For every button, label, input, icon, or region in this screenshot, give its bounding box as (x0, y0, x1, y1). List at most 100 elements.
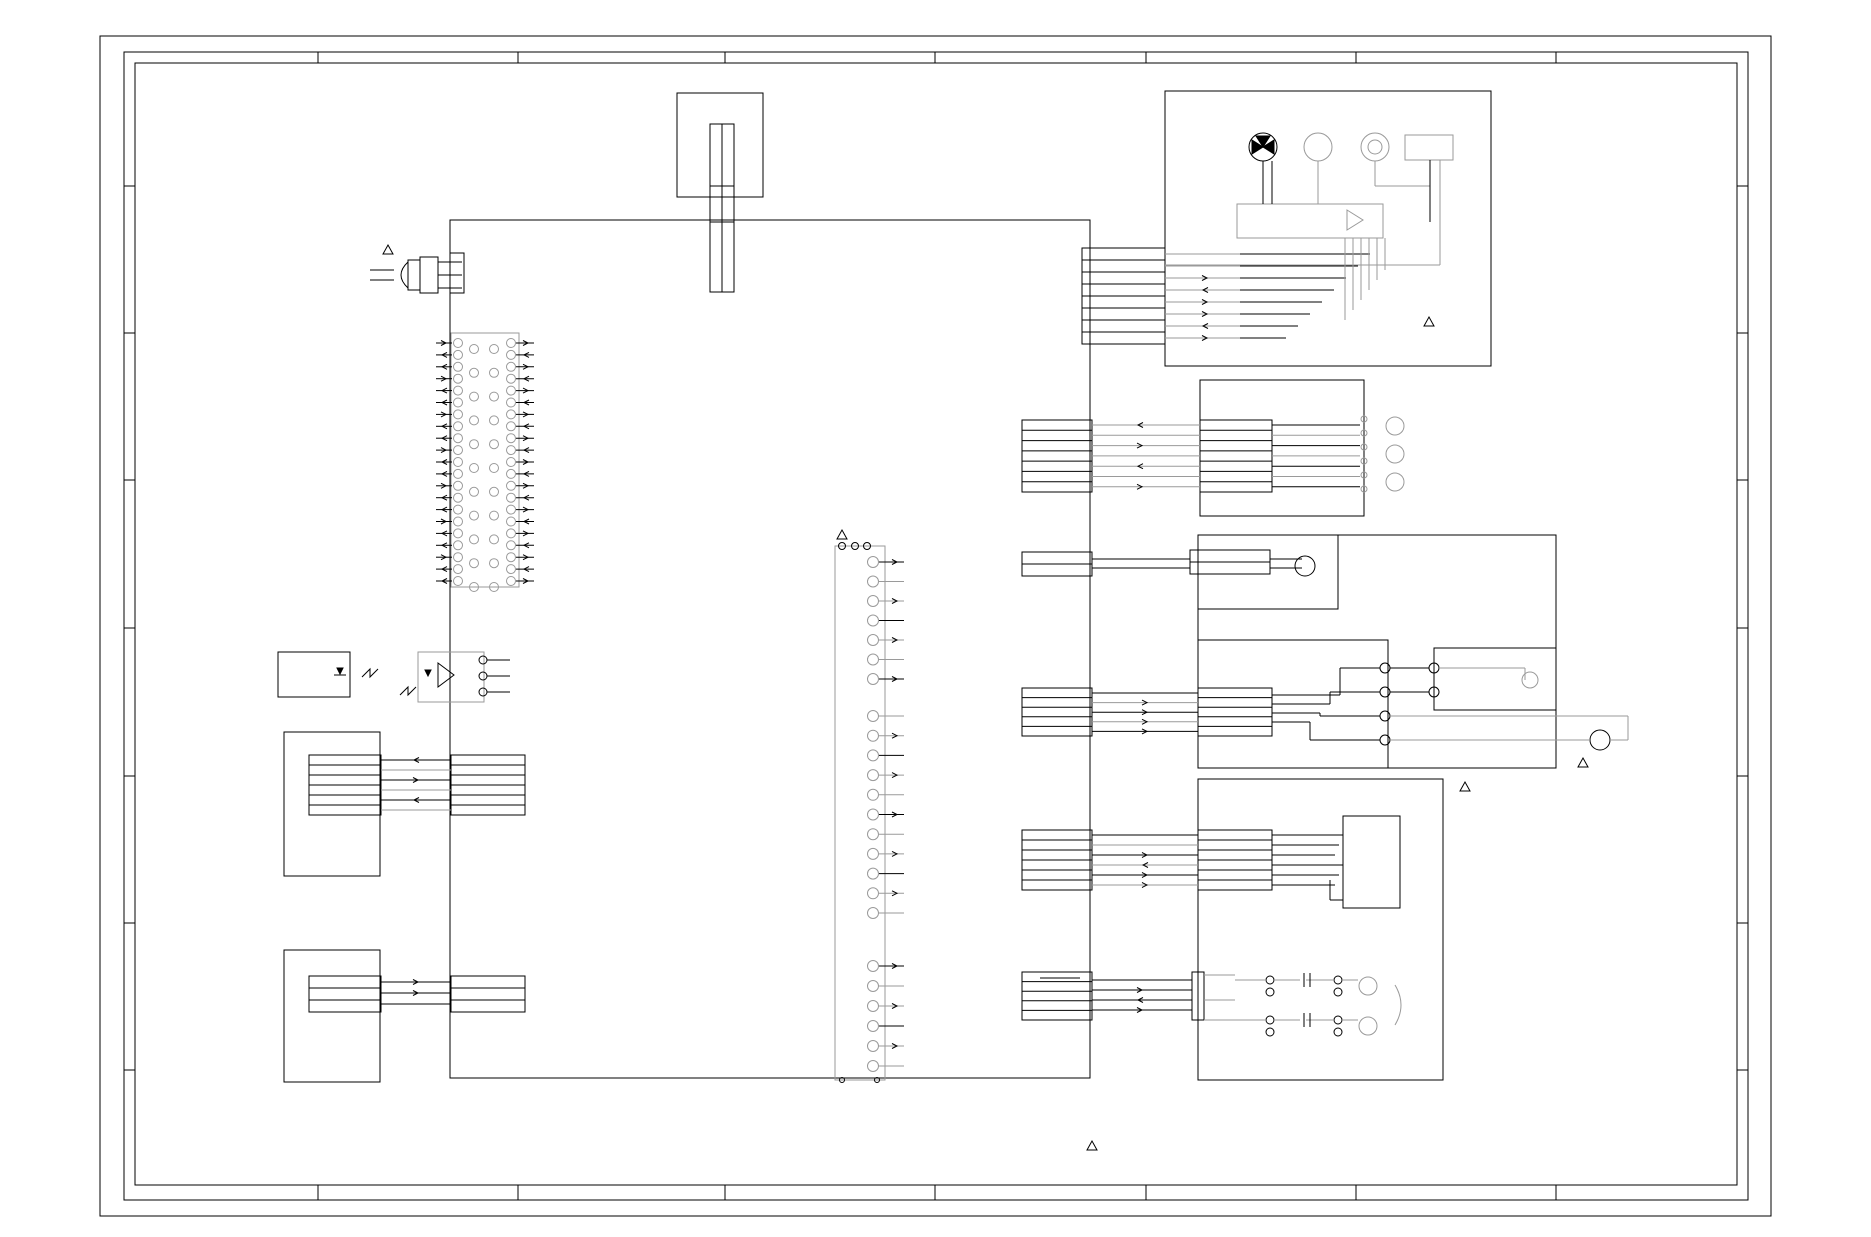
terminal-pin (453, 421, 463, 432)
terminal-pin (469, 510, 479, 521)
signal-arrow (1136, 483, 1144, 490)
terminal-pin (1333, 987, 1343, 997)
signal-arrow (1136, 442, 1144, 449)
terminal-pin (839, 1077, 845, 1083)
terminal-pin (1265, 987, 1275, 997)
terminal-pin (469, 391, 479, 402)
signal-arrow (440, 494, 448, 501)
central-terminal-column (834, 528, 886, 1081)
signal-arrow (522, 494, 530, 501)
signal-arrow (522, 387, 530, 394)
terminal-pin (489, 415, 499, 426)
transistor-symbol (1385, 472, 1405, 492)
signal-arrow (440, 506, 448, 513)
speaker-symbol (1358, 1016, 1378, 1036)
terminal-pin (506, 445, 516, 456)
signal-arrow (1201, 323, 1209, 329)
terminal-pin (489, 391, 499, 402)
terminal-pin (867, 1020, 879, 1032)
signal-arrow (440, 447, 448, 454)
signal-arrow (1141, 862, 1149, 868)
signal-arrow (891, 598, 899, 604)
terminal-pin (453, 338, 463, 348)
signal-arrow (1201, 299, 1209, 305)
terminal-pin (863, 542, 871, 550)
terminal-pin (506, 492, 516, 503)
terminal-pin (453, 433, 463, 444)
speaker-symbol (1358, 976, 1378, 996)
terminal-pin (506, 528, 516, 539)
signal-arrow (522, 340, 530, 346)
signal-arrow (891, 637, 899, 643)
top-daughter-board (676, 92, 764, 293)
terminal-pin (506, 576, 516, 586)
terminal-pin (867, 887, 879, 900)
caution-triangle-icon (1086, 1139, 1098, 1151)
terminal-pin (867, 788, 879, 801)
signal-arrow (891, 732, 899, 739)
caution-triangle-icon (382, 243, 394, 255)
terminal-pin (453, 361, 463, 372)
signal-arrow (412, 757, 420, 763)
terminal-pin (867, 614, 879, 627)
terminal-pin (506, 385, 516, 396)
terminal-pin (489, 367, 499, 378)
signal-arrow (522, 470, 530, 477)
caution-triangle-icon (1459, 780, 1471, 792)
terminal-pin (489, 486, 499, 497)
right-module-4 (1021, 778, 1471, 1081)
signal-arrow (1201, 335, 1209, 341)
signal-arrow (522, 447, 530, 454)
remote-sensor-module (277, 651, 510, 703)
signal-arrow (1136, 463, 1144, 470)
terminal-pin (1360, 471, 1368, 479)
signal-arrow (412, 990, 420, 996)
terminal-pin (1360, 457, 1368, 465)
terminal-pin (1333, 1027, 1343, 1037)
signal-arrow (891, 963, 899, 969)
outer-frame (99, 35, 1772, 1217)
terminal-pin (489, 582, 499, 592)
terminal-pin (489, 510, 499, 521)
terminal-pin (489, 439, 499, 450)
terminal-pin (506, 361, 516, 372)
signal-arrow (522, 459, 530, 465)
signal-arrow (891, 1003, 899, 1009)
terminal-pin (469, 344, 479, 354)
signal-arrow (440, 542, 448, 549)
terminal-pin (867, 1000, 879, 1012)
signal-arrow (412, 777, 420, 783)
signal-arrow (891, 676, 899, 682)
terminal-pin (506, 564, 516, 575)
terminal-pin (506, 373, 516, 384)
signal-arrow (440, 482, 448, 489)
terminal-pin (1360, 429, 1368, 437)
signal-arrow (891, 890, 899, 897)
terminal-pin (867, 907, 879, 919)
signal-arrow (440, 399, 448, 406)
signal-arrow (1141, 728, 1149, 735)
signal-arrow (522, 518, 530, 525)
signal-arrow (440, 566, 448, 573)
terminal-pin (1265, 975, 1275, 985)
terminal-pin (1333, 975, 1343, 985)
terminal-pin (469, 415, 479, 426)
speaker-baffle (1394, 984, 1402, 1026)
caution-triangle-icon (1423, 315, 1435, 327)
terminal-pin (506, 409, 516, 420)
terminal-pin (489, 534, 499, 545)
terminal-pin (506, 540, 516, 551)
terminal-pin (867, 808, 879, 821)
terminal-pin (851, 542, 859, 550)
terminal-pin (1265, 1015, 1275, 1025)
signal-arrow (522, 542, 530, 549)
terminal-pin (453, 564, 463, 575)
terminal-pin (453, 468, 463, 479)
signal-arrow (1136, 997, 1144, 1003)
signal-arrow (1141, 872, 1149, 878)
signal-arrow (1141, 718, 1149, 725)
signal-arrow (891, 850, 899, 857)
signal-arrow (522, 399, 530, 406)
terminal-pin (1265, 1027, 1275, 1037)
terminal-pin (469, 486, 479, 497)
